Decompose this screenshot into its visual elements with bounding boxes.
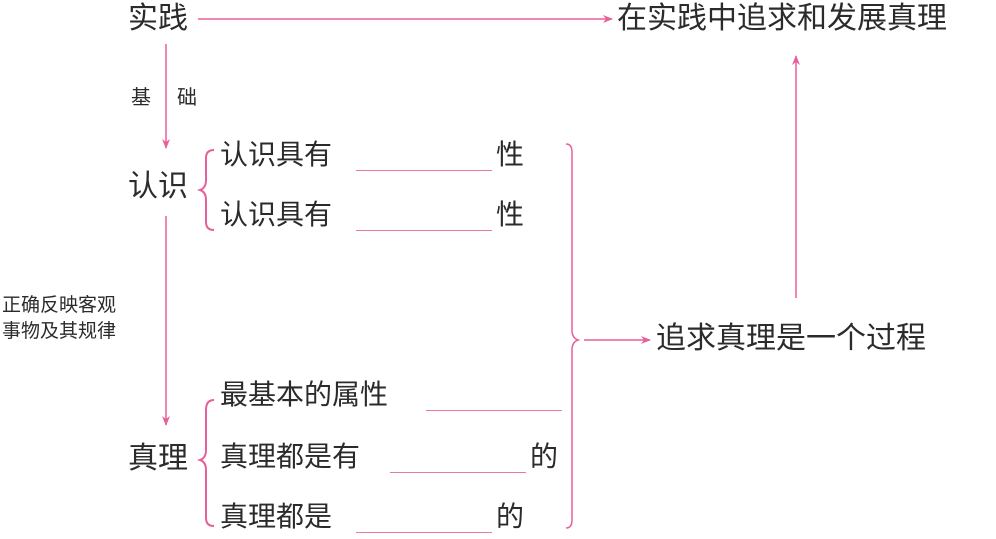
truth-item-prefix: 最基本的属性 — [220, 378, 389, 411]
cognition-item-suffix: 性 — [496, 198, 525, 231]
node-process: 追求真理是一个过程 — [656, 321, 926, 356]
node-truth: 真理 — [128, 441, 188, 476]
node-practice: 实践 — [128, 1, 188, 36]
edge-label-reflect-line2: 事物及其规律 — [2, 320, 117, 342]
brace-right-summary — [565, 143, 581, 529]
fill-in-blank[interactable] — [356, 230, 492, 231]
cognition-item-prefix: 认识具有 — [220, 198, 333, 231]
edge-label-basis-1: 基 — [131, 85, 151, 109]
fill-in-blank[interactable] — [356, 532, 492, 533]
edge-label-reflect-line1: 正确反映客观 — [2, 294, 117, 316]
cognition-item-suffix: 性 — [496, 138, 525, 171]
edge-label-basis-2: 础 — [177, 85, 197, 109]
truth-item-prefix: 真理都是有 — [220, 440, 361, 473]
truth-item-suffix: 的 — [530, 440, 559, 473]
node-goal: 在实践中追求和发展真理 — [617, 1, 947, 36]
brace-cognition — [196, 149, 215, 231]
truth-item-suffix: 的 — [496, 500, 525, 533]
fill-in-blank[interactable] — [426, 410, 562, 411]
fill-in-blank[interactable] — [390, 472, 526, 473]
fill-in-blank[interactable] — [356, 170, 492, 171]
cognition-item-prefix: 认识具有 — [220, 138, 333, 171]
node-cognition: 认识 — [128, 169, 188, 204]
brace-truth — [196, 399, 215, 527]
truth-item-prefix: 真理都是 — [220, 500, 333, 533]
